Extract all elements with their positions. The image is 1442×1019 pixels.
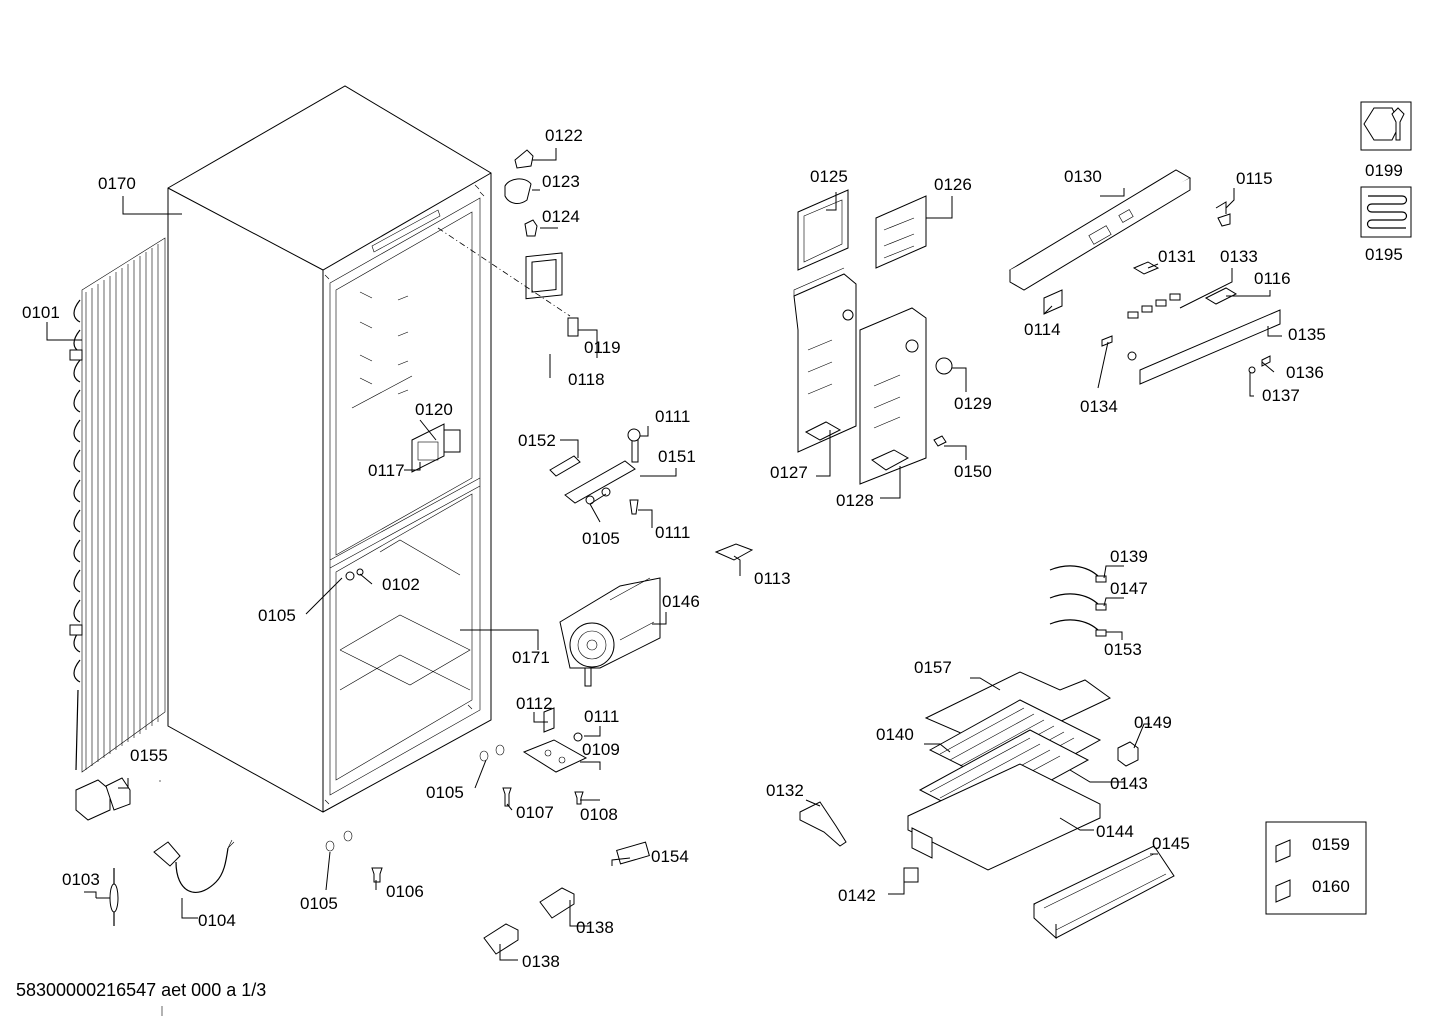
label-0132: 0132 [766,781,804,800]
label-0117: 0117 [368,461,405,480]
label-0108: 0108 [580,805,618,824]
label-0118: 0118 [568,370,605,389]
label-0112: 0112 [516,694,553,713]
label-0104: 0104 [198,911,236,930]
start-relay [75,777,131,821]
label-0105-b: 0105 [582,529,620,548]
label-0105-c: 0105 [426,783,464,802]
sensor-probe [109,868,119,926]
evaporator-assembly [903,565,1139,883]
label-0150: 0150 [954,462,992,481]
label-0199: 0199 [1365,161,1403,180]
label-0113: 0113 [754,569,791,588]
label-0116: 0116 [1254,269,1291,288]
label-0142: 0142 [838,886,876,905]
hinge-plate-0109 [522,739,588,773]
label-0120: 0120 [415,400,453,419]
label-0137: 0137 [1262,386,1300,405]
accessory-box [1265,821,1367,915]
label-0155: 0155 [130,746,168,765]
wrench-nut-icon [1360,101,1412,151]
drain-tray [1033,845,1175,940]
label-0125: 0125 [810,167,848,186]
label-0144: 0144 [1096,822,1134,841]
label-0130: 0130 [1064,167,1102,186]
part-0112 [543,707,555,733]
part-0113 [714,543,754,561]
label-0145: 0145 [1152,834,1190,853]
label-0154: 0154 [651,847,689,866]
label-0133: 0133 [1220,247,1258,266]
label-0115: 0115 [1236,169,1273,188]
part-0154 [616,841,650,865]
label-0111-c: 0111 [584,707,619,726]
bracket-0138-a [539,887,575,919]
label-0134: 0134 [1080,397,1118,416]
label-0101: 0101 [22,303,60,322]
label-0124: 0124 [542,207,580,226]
hinge-bracket [549,428,641,515]
label-0147: 0147 [1110,579,1148,598]
label-0127: 0127 [770,463,808,482]
leader-lines [46,148,1282,961]
label-0149: 0149 [1134,713,1172,732]
document-id: 58300000216547 aet 000 a 1/3 [16,980,267,1000]
power-cord [153,839,235,893]
control-panels [793,189,953,485]
label-0143: 0143 [1110,774,1148,793]
label-0136: 0136 [1286,363,1324,382]
hinge-parts-top [504,149,538,237]
label-0129: 0129 [954,394,992,413]
thermostat-module [411,423,461,473]
screw-0108 [574,791,584,805]
label-0105-d: 0105 [300,894,338,913]
electronics-board [1009,169,1281,385]
label-0122: 0122 [545,126,583,145]
label-0195: 0195 [1365,245,1403,264]
heating-coil-icon [1360,186,1412,238]
label-0160: 0160 [1312,877,1350,896]
label-0111-a: 0111 [655,407,690,426]
label-0151: 0151 [658,447,696,466]
label-0170: 0170 [98,174,136,193]
part-labels: 0170 0101 0122 0123 0124 0119 0118 0120 … [22,126,1403,971]
drain-channel [799,801,847,847]
label-0128: 0128 [836,491,874,510]
label-0152: 0152 [518,431,556,450]
label-0109: 0109 [582,740,620,759]
bracket-0138-b [483,923,519,955]
label-0139: 0139 [1110,547,1148,566]
label-0119: 0119 [584,338,621,357]
fan-assembly [559,577,661,687]
label-0102: 0102 [382,575,420,594]
label-0159: 0159 [1312,835,1350,854]
label-0138-b: 0138 [522,952,560,971]
label-0153: 0153 [1104,640,1142,659]
label-0107: 0107 [516,803,554,822]
label-0157: 0157 [914,658,952,677]
cabinet-body [167,85,492,813]
screw-0107 [502,787,512,807]
screw-0106 [371,867,383,883]
label-0126: 0126 [934,175,972,194]
label-0138-a: 0138 [576,918,614,937]
label-0106: 0106 [386,882,424,901]
label-0171: 0171 [512,648,550,667]
label-0103: 0103 [62,870,100,889]
label-0135: 0135 [1288,325,1326,344]
label-0114: 0114 [1024,320,1061,339]
label-0131: 0131 [1158,247,1196,266]
condenser-coil [69,237,166,773]
label-0123: 0123 [542,172,580,191]
label-0105-a: 0105 [258,606,296,625]
label-0146: 0146 [662,592,700,611]
label-0140: 0140 [876,725,914,744]
clip-0119 [567,317,579,337]
label-0111-b: 0111 [655,523,690,542]
